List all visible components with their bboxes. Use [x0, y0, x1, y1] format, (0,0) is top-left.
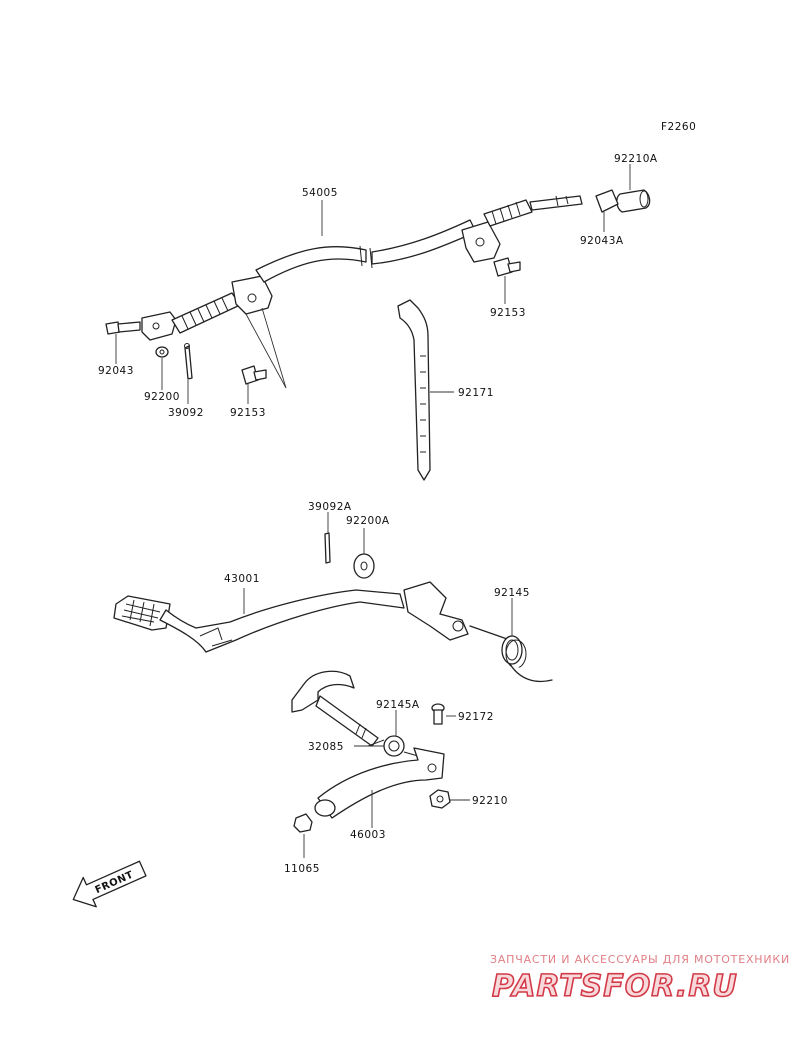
- part-label: 92043: [98, 365, 134, 377]
- watermark-tagline: ЗАПЧАСТИ И АКСЕССУАРЫ ДЛЯ МОТОТЕХНИКИ: [490, 953, 790, 966]
- brake-pedal-43001: [113, 581, 469, 653]
- part-label: 92200A: [346, 515, 390, 527]
- part-label: 92210: [472, 795, 508, 807]
- front-arrow-icon: FRONT: [72, 860, 147, 908]
- washer-92200a: [353, 553, 375, 579]
- part-label: 46003: [350, 829, 386, 841]
- part-label: 92043A: [580, 235, 624, 247]
- nut-92210a: [616, 189, 651, 213]
- pin-39092a: [324, 532, 331, 564]
- cable-tie-92171: [397, 299, 431, 481]
- watermark: ЗАПЧАСТИ И АКСЕССУАРЫ ДЛЯ МОТОТЕХНИКИ PA…: [490, 953, 790, 1005]
- shaft-32085: [291, 670, 379, 747]
- part-label: 92153: [230, 407, 266, 419]
- cap-11065: [293, 813, 313, 833]
- part-label: 92172: [458, 711, 494, 723]
- bolt-92172: [431, 703, 445, 725]
- washer-92200: [155, 346, 169, 358]
- nut-92210: [429, 789, 451, 809]
- part-label: 43001: [224, 573, 260, 585]
- leader-lines: [115, 164, 631, 858]
- part-label: 11065: [284, 863, 320, 875]
- part-label: 92145: [494, 587, 530, 599]
- bolt-92043: [105, 321, 141, 335]
- pin-39092: [184, 343, 193, 380]
- lever-46003: [314, 747, 445, 819]
- part-label: 32085: [308, 741, 344, 753]
- part-label: 39092: [168, 407, 204, 419]
- part-label: 54005: [302, 187, 338, 199]
- nut-92043a: [595, 189, 619, 213]
- spring-92145: [469, 625, 553, 683]
- part-label: 92210A: [614, 153, 658, 165]
- watermark-logo: PARTSFOR.RU: [492, 969, 738, 1004]
- part-label: 92145A: [376, 699, 420, 711]
- figure-code: F2260: [661, 121, 696, 133]
- part-label: 92200: [144, 391, 180, 403]
- brake-cable: [141, 195, 583, 389]
- bolt-92153-upper: [493, 257, 521, 277]
- part-label: 39092A: [308, 501, 352, 513]
- part-label: 92171: [458, 387, 494, 399]
- part-label: 92153: [490, 307, 526, 319]
- bolt-92153-lower: [241, 365, 267, 385]
